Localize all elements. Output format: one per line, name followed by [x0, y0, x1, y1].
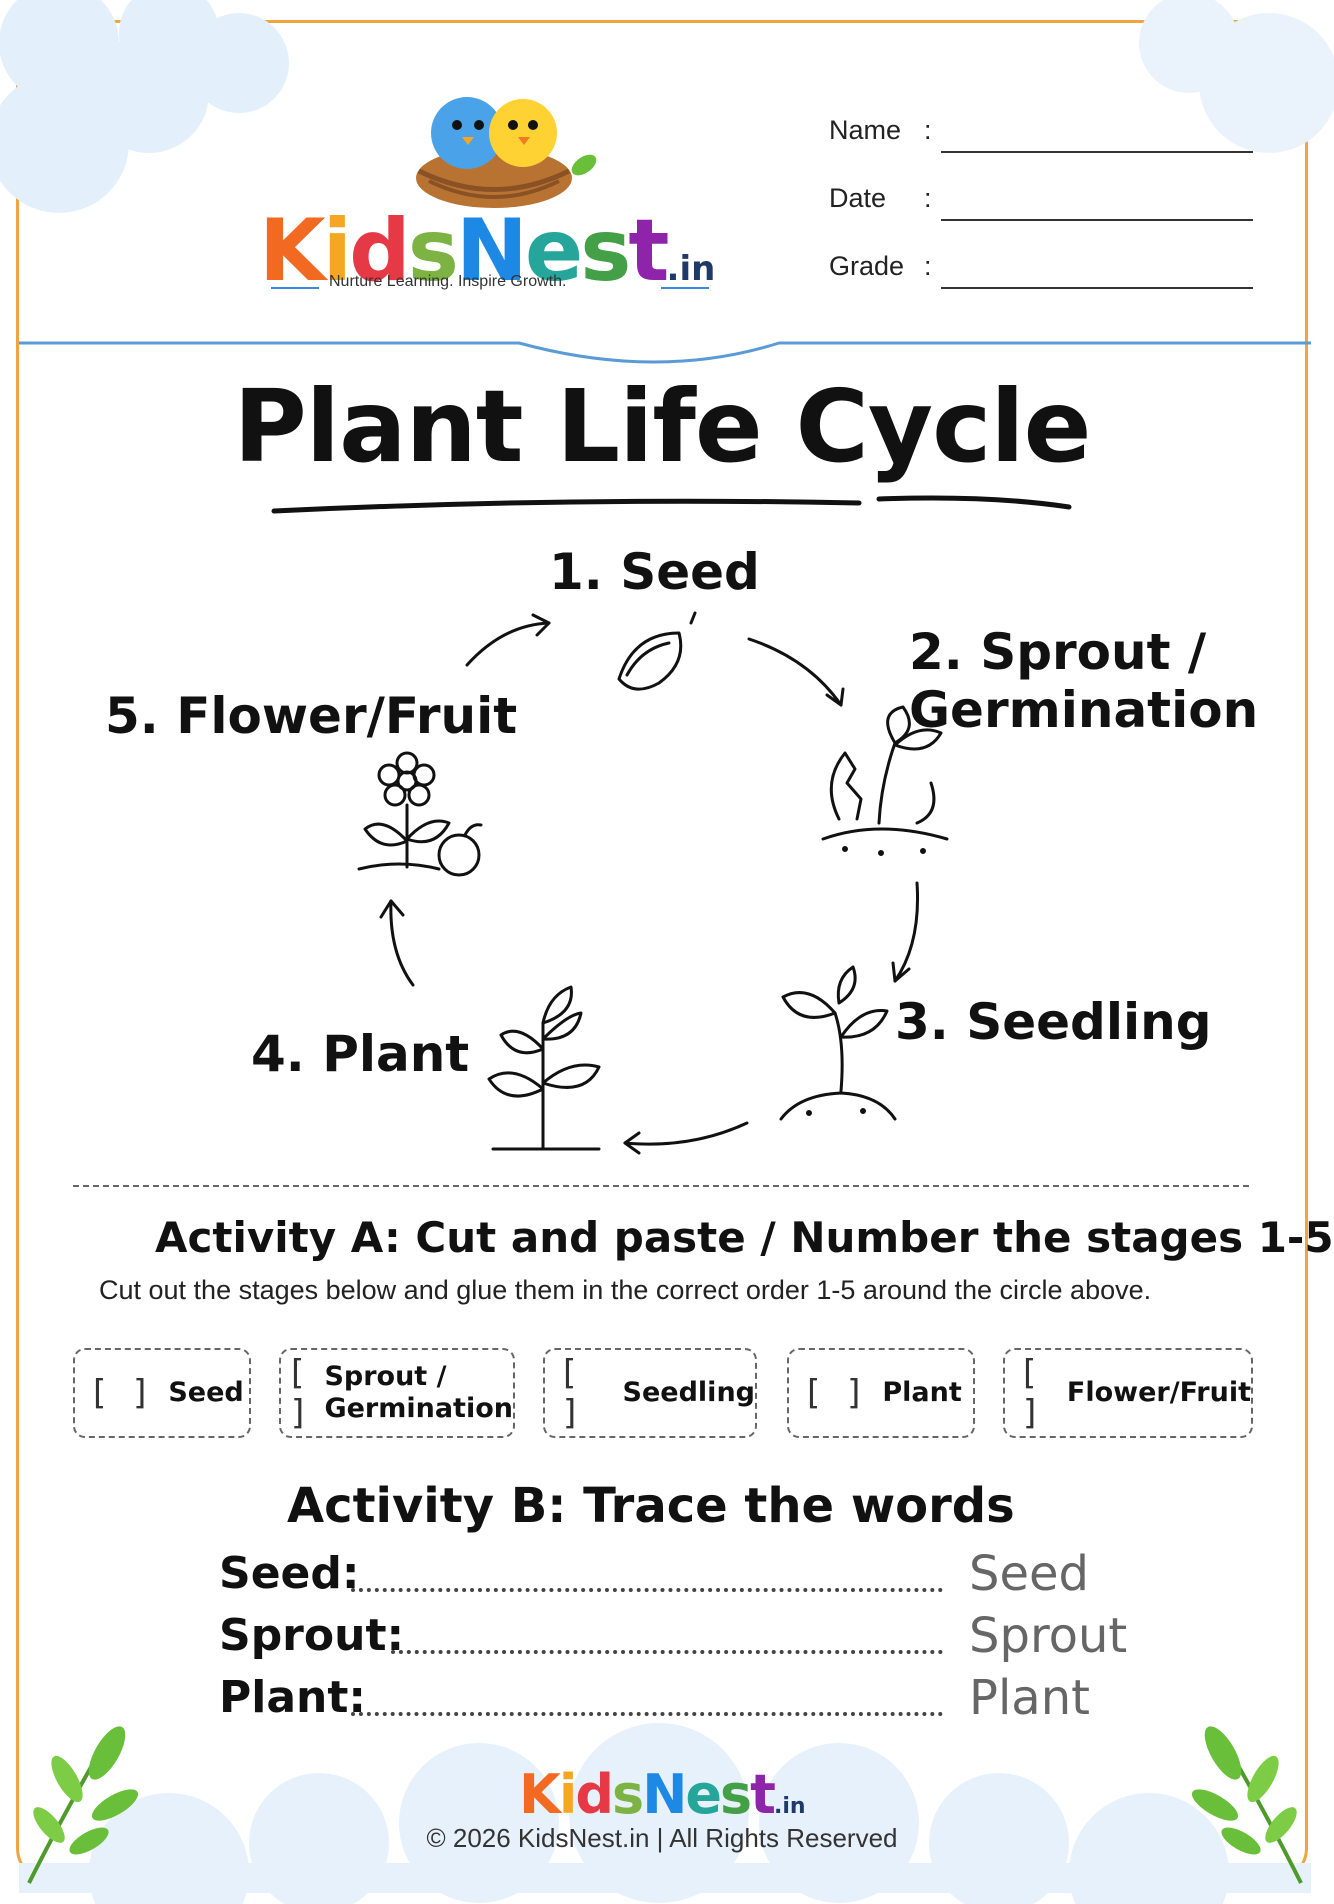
arrow-flower-to-seed [465, 621, 551, 667]
header-divider [19, 341, 1311, 364]
brand-letter: t [628, 201, 669, 301]
trace-label: Plant: [219, 1672, 366, 1723]
stage-label-germination: Germination [909, 681, 1259, 739]
seed-icon [617, 611, 697, 691]
date-colon: : [924, 183, 932, 213]
checkbox-bracket: [ ] [1023, 1353, 1045, 1433]
stage-label-seed: 1. Seed [549, 543, 760, 601]
stage-label-sprout: 2. Sprout / [909, 623, 1207, 681]
checkbox-bracket: [ ] [807, 1373, 869, 1413]
cut-card-seedling[interactable]: [ ] Seedling [543, 1348, 757, 1438]
name-label: Name [829, 115, 902, 145]
grade-label: Grade [829, 251, 905, 281]
flower-fruit-icon [357, 751, 483, 877]
footer-cloud-decoration [19, 1723, 1311, 1904]
brand-letter: s [720, 1763, 752, 1826]
page-title: Plant Life Cycle [233, 368, 1092, 485]
brand-letter: d [349, 201, 411, 301]
trace-label: Sprout: [219, 1610, 405, 1661]
footer-brand-logo-text: KidsNest.in [519, 1763, 806, 1826]
cut-card-label: Flower/Fruit [1066, 1377, 1251, 1408]
date-label: Date [829, 183, 887, 213]
brand-letter: K [259, 201, 326, 301]
stage-label-flower-fruit: 5. Flower/Fruit [105, 687, 518, 745]
brand-letter: s [612, 1763, 644, 1826]
trace-word: Sprout [969, 1608, 1128, 1664]
leaf-branch-right-icon [1191, 1726, 1303, 1884]
grade-field[interactable] [941, 287, 1253, 289]
cut-card-label-line1: Sprout / [324, 1361, 447, 1392]
cloud-decoration-right [1139, 0, 1334, 153]
plant-icon [487, 985, 601, 1151]
cut-card-plant[interactable]: [ ] Plant [787, 1348, 975, 1438]
trace-word: Seed [969, 1546, 1089, 1602]
seedling-icon [779, 965, 897, 1121]
brand-letter: t [750, 1763, 776, 1826]
brand-letter: i [322, 201, 353, 301]
checkbox-bracket: [ ] [291, 1353, 313, 1433]
brand-tagline: Nurture Learning. Inspire Growth. [329, 273, 567, 290]
grade-colon: : [924, 251, 932, 281]
brand-letter: e [524, 201, 583, 301]
brand-suffix: .in [666, 249, 716, 289]
leaf-branch-left-icon [27, 1726, 139, 1884]
cut-card-sprout[interactable]: [ ] Sprout / Germination [279, 1348, 515, 1438]
trace-row-seed: Seed: Seed [219, 1546, 1139, 1608]
footer-copyright: © 2026 KidsNest.in | All Rights Reserved [426, 1823, 898, 1853]
cut-card-label-line2: Germination [324, 1393, 513, 1424]
stage-label-plant: 4. Plant [251, 1025, 470, 1083]
brand-logo-text: KidsNest.in [259, 201, 715, 301]
trace-row-sprout: Sprout: Sprout [219, 1608, 1139, 1670]
trace-dotted-line[interactable] [391, 1650, 943, 1654]
brand-letter: i [558, 1763, 577, 1826]
cut-card-label: Plant [882, 1377, 962, 1408]
brand-suffix: .in [774, 1794, 806, 1819]
tagline-rule-left [271, 287, 319, 289]
cut-card-label: Sprout / Germination [324, 1361, 513, 1425]
name-field[interactable] [941, 151, 1253, 153]
stage-label-seedling: 3. Seedling [895, 993, 1212, 1051]
checkbox-bracket: [ ] [563, 1353, 585, 1433]
activity-a-instructions: Cut out the stages below and glue them i… [99, 1275, 1152, 1305]
arrow-seed-to-sprout [747, 637, 843, 707]
cut-card-label: Seedling [622, 1377, 755, 1408]
cut-card-seed[interactable]: [ ] Seed [73, 1348, 251, 1438]
section-divider [73, 1185, 1249, 1187]
cut-card-label: Seed [168, 1377, 244, 1408]
life-cycle-diagram [357, 611, 949, 1155]
trace-row-plant: Plant: Plant [219, 1670, 1139, 1732]
arrow-seedling-to-plant [623, 1121, 749, 1146]
brand-letter: d [575, 1763, 614, 1826]
title-underline [271, 495, 1072, 514]
brand-letter: N [642, 1763, 687, 1826]
brand-letter: K [519, 1763, 561, 1826]
cut-card-flower-fruit[interactable]: [ ] Flower/Fruit [1003, 1348, 1253, 1438]
cloud-decoration [0, 0, 289, 213]
bird-nest-logo-icon [416, 97, 597, 208]
trace-label: Seed: [219, 1548, 360, 1599]
brand-letter: N [455, 201, 528, 301]
activity-a-title: Activity A: Cut and paste / Number the s… [155, 1213, 1334, 1262]
trace-word: Plant [969, 1670, 1090, 1726]
sprout-icon [821, 705, 949, 856]
brand-letter: s [407, 201, 459, 301]
activity-b-title: Activity B: Trace the words [287, 1478, 1015, 1534]
date-field[interactable] [941, 219, 1253, 221]
arrow-plant-to-flower [389, 899, 415, 987]
trace-dotted-line[interactable] [351, 1588, 943, 1592]
brand-tagline-row: Nurture Learning. Inspire Growth. [271, 273, 711, 303]
checkbox-bracket: [ ] [93, 1373, 155, 1413]
trace-dotted-line[interactable] [351, 1712, 943, 1716]
name-colon: : [924, 115, 932, 145]
brand-letter: s [580, 201, 631, 301]
brand-letter: e [685, 1763, 722, 1826]
tagline-rule-right [661, 287, 709, 289]
arrow-sprout-to-seedling [893, 881, 919, 983]
